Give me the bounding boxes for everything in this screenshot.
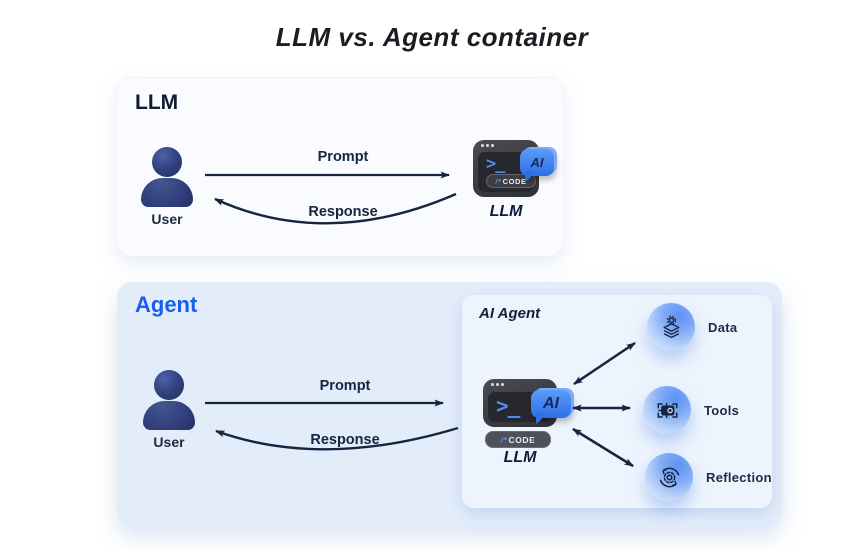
capability-row-tools: Tools bbox=[643, 386, 739, 434]
prompt-label: Prompt bbox=[317, 149, 369, 165]
prompt-label: Prompt bbox=[319, 378, 371, 394]
ai-badge: AI bbox=[531, 390, 571, 424]
data-layers-icon bbox=[662, 315, 680, 338]
reflection-bidirectional-arrow bbox=[572, 427, 634, 468]
window-dots-icon bbox=[481, 144, 494, 147]
code-badge: /* CODE bbox=[486, 174, 536, 188]
llm-panel-heading: LLM bbox=[135, 91, 179, 114]
llm-panel: LLM User Prompt Response >_ bbox=[117, 78, 563, 256]
response-label: Response bbox=[310, 432, 380, 448]
capability-label: Data bbox=[708, 319, 738, 335]
user-label: User bbox=[153, 434, 185, 450]
user-figure: User bbox=[143, 370, 195, 450]
capability-label: Reflection bbox=[706, 469, 772, 485]
user-icon bbox=[141, 147, 193, 209]
window-dots-icon bbox=[491, 383, 504, 386]
user-label: User bbox=[151, 211, 183, 227]
agent-llm-terminal-figure: >_ AI /* CODE LLM bbox=[483, 379, 571, 466]
llm-terminal-icon: >_ /* CODE AI bbox=[473, 140, 554, 197]
llm-terminal-icon: >_ AI bbox=[483, 379, 571, 427]
capability-label: Tools bbox=[704, 402, 740, 418]
ai-agent-heading: AI Agent bbox=[479, 305, 541, 322]
terminal-caption: LLM bbox=[503, 449, 537, 466]
agent-panel-heading: Agent bbox=[135, 292, 198, 317]
terminal-prompt-glyph: >_ bbox=[496, 394, 520, 418]
ai-badge: AI bbox=[520, 149, 554, 182]
user-figure: User bbox=[141, 147, 193, 227]
capability-circle bbox=[645, 453, 693, 501]
capability-row-reflection: Reflection bbox=[645, 453, 772, 501]
terminal-caption: LLM bbox=[489, 203, 523, 220]
capability-row-data: Data bbox=[647, 303, 737, 351]
response-label: Response bbox=[308, 204, 378, 220]
llm-terminal-figure: >_ /* CODE AI LLM bbox=[473, 140, 554, 221]
ai-agent-box: AI Agent >_ AI /* CODE bbox=[462, 295, 772, 508]
data-bidirectional-arrow bbox=[573, 341, 636, 386]
agent-panel: Agent User Prompt Response AI Agent bbox=[117, 282, 782, 527]
chip-icon bbox=[657, 402, 677, 418]
capability-circle bbox=[647, 303, 695, 351]
terminal-prompt-glyph: >_ bbox=[486, 154, 506, 174]
gear-cycle-icon bbox=[659, 467, 679, 487]
code-badge: /* CODE bbox=[485, 431, 551, 448]
capability-circle bbox=[643, 386, 691, 434]
diagram-title: LLM vs. Agent container bbox=[275, 22, 589, 52]
user-icon bbox=[143, 370, 195, 432]
